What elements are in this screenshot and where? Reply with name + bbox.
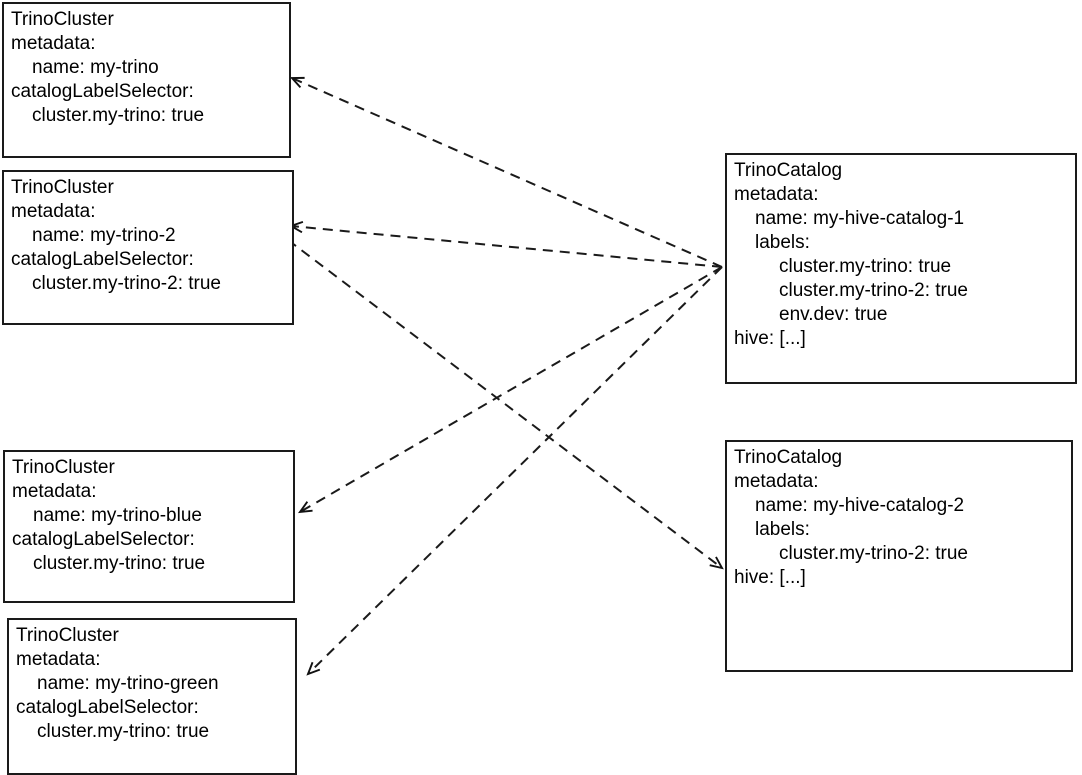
node-trinocatalog-my-hive-catalog-1[interactable]: TrinoCatalog metadata: name: my-hive-catal… (725, 153, 1077, 384)
node-yaml-line: name: my-trino-green (37, 673, 219, 694)
node-yaml-line: name: my-hive-catalog-2 (755, 495, 965, 516)
edge-catalog-my-hive-catalog-1-to-cluster-my-trino-green (308, 266, 723, 674)
node-yaml-line: env.dev: true (779, 304, 888, 325)
edge-group (287, 78, 723, 674)
node-body: TrinoCatalog metadata: name: my-hive-catal… (734, 159, 1069, 351)
node-yaml-line: metadata: (11, 201, 96, 222)
node-trinocluster-my-trino-2[interactable]: TrinoCluster metadata: name: my-trino-2 cat… (2, 170, 294, 325)
node-yaml-line: metadata: (734, 471, 819, 492)
node-body: TrinoCluster metadata: name: my-trino catal… (11, 8, 283, 128)
node-kind-label: TrinoCluster (12, 457, 115, 478)
node-yaml-line: name: my-hive-catalog-1 (755, 208, 965, 229)
node-yaml-line: cluster.my-trino: true (779, 256, 952, 277)
node-body: TrinoCatalog metadata: name: my-hive-catal… (734, 446, 1065, 590)
node-kind-label: TrinoCatalog (734, 160, 843, 181)
node-kind-label: TrinoCatalog (734, 447, 843, 468)
node-body: TrinoCluster metadata: name: my-trino-gree… (16, 624, 289, 744)
node-yaml-line: labels: (755, 232, 810, 253)
node-yaml-line: metadata: (734, 184, 819, 205)
node-yaml-line: catalogLabelSelector: (16, 697, 199, 718)
node-body: TrinoCluster metadata: name: my-trino-2 cat… (11, 176, 286, 296)
node-yaml-line: name: my-trino-blue (33, 505, 202, 526)
node-yaml-line: metadata: (12, 481, 97, 502)
edge-cluster-my-trino-2-to-catalog-my-hive-catalog-2 (287, 239, 722, 568)
node-yaml-line: cluster.my-trino: true (32, 105, 205, 126)
node-yaml-line: catalogLabelSelector: (12, 529, 195, 550)
node-trinocluster-my-trino-blue[interactable]: TrinoCluster metadata: name: my-trino-blue… (3, 450, 295, 603)
node-yaml-line: catalogLabelSelector: (11, 249, 194, 270)
node-trinocluster-my-trino-green[interactable]: TrinoCluster metadata: name: my-trino-gree… (7, 618, 297, 775)
node-trinocatalog-my-hive-catalog-2[interactable]: TrinoCatalog metadata: name: my-hive-catal… (725, 440, 1073, 672)
node-yaml-line: catalogLabelSelector: (11, 81, 194, 102)
edge-catalog-my-hive-catalog-1-to-cluster-my-trino-blue (300, 266, 723, 512)
node-yaml-line: hive: [...] (734, 328, 806, 349)
node-yaml-line: name: my-trino (32, 57, 159, 78)
node-yaml-line: cluster.my-trino-2: true (32, 273, 221, 294)
node-trinocluster-my-trino[interactable]: TrinoCluster metadata: name: my-trino catal… (2, 2, 291, 158)
edge-catalog-my-hive-catalog-1-to-cluster-my-trino (292, 78, 723, 268)
node-yaml-line: metadata: (16, 649, 101, 670)
node-yaml-line: cluster.my-trino: true (33, 553, 206, 574)
node-body: TrinoCluster metadata: name: my-trino-blue… (12, 456, 287, 576)
edge-catalog-my-hive-catalog-1-to-cluster-my-trino-2 (291, 226, 723, 268)
node-kind-label: TrinoCluster (11, 177, 114, 198)
node-yaml-line: metadata: (11, 33, 96, 54)
node-yaml-line: labels: (755, 519, 810, 540)
node-yaml-line: name: my-trino-2 (32, 225, 176, 246)
node-yaml-line: cluster.my-trino-2: true (779, 280, 968, 301)
node-yaml-line: cluster.my-trino-2: true (779, 543, 968, 564)
node-yaml-line: cluster.my-trino: true (37, 721, 210, 742)
node-kind-label: TrinoCluster (16, 625, 119, 646)
node-yaml-line: hive: [...] (734, 567, 806, 588)
node-kind-label: TrinoCluster (11, 9, 114, 30)
